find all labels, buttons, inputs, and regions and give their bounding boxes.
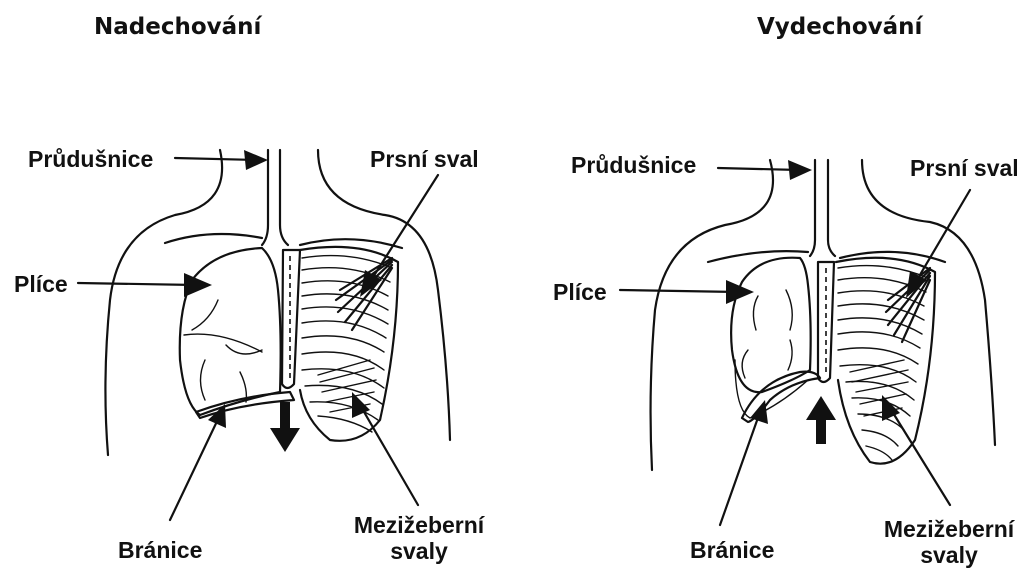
exhale-lung-arrow-2 (786, 290, 792, 330)
exhale-label-intercostal-line1: Mezižeberní (874, 516, 1024, 542)
exhale-trachea-right (828, 160, 835, 256)
exhale-pointer-pectoral (906, 190, 970, 298)
exhale-label-intercostal-line2: svaly (874, 542, 1024, 568)
exhale-clavicle-left (708, 251, 808, 262)
exhale-label-diaphragm: Bránice (690, 537, 774, 563)
exhale-neck-shoulder-right (862, 160, 995, 445)
exhale-label-pectoral: Prsní sval (910, 155, 1019, 181)
exhale-neck-shoulder-left (651, 160, 773, 470)
exhale-pointer-trachea (718, 160, 812, 180)
exhale-lung-arrow-4 (788, 340, 792, 370)
exhale-pointer-lungs (620, 280, 754, 304)
exhale-lung-arrow-3 (742, 350, 748, 378)
exhale-pointer-intercostal (882, 395, 950, 505)
exhale-label-lungs: Plíce (553, 279, 607, 305)
exhale-trachea-left (810, 160, 815, 256)
exhale-lung-arrow-1 (753, 296, 758, 330)
exhale-diaphragm-up-arrow (806, 396, 836, 444)
exhale-label-trachea: Průdušnice (571, 152, 696, 178)
exhale-label-intercostal: Mezižeberní svaly (874, 516, 1024, 568)
